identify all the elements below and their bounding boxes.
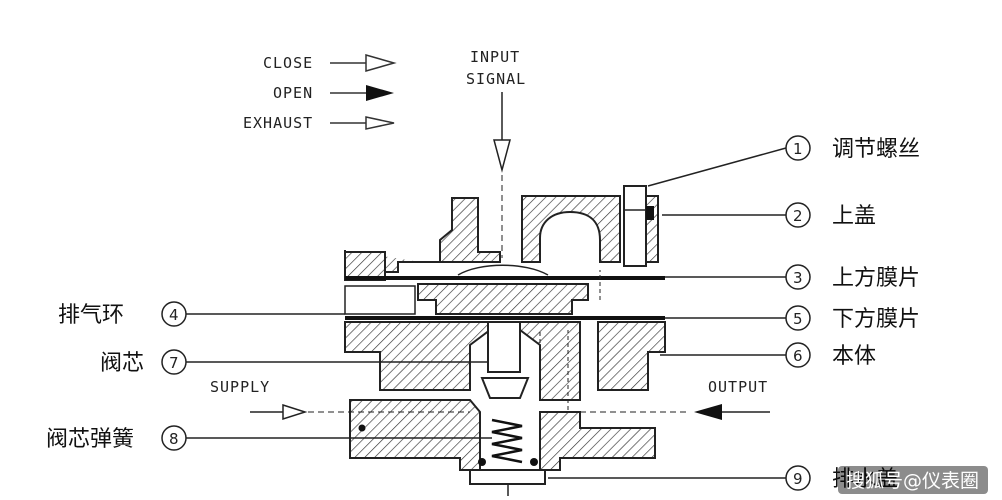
callouts-right: 1 调节螺丝 2 上盖 3 上方膜片 5 下方膜片 6 本体 9 排水盖: [548, 135, 920, 492]
supply-arrow-icon: [282, 403, 308, 421]
part-name-3: 上方膜片: [832, 266, 920, 291]
callout-circle-5: [785, 305, 811, 331]
legend-open-label: OPEN: [273, 84, 313, 102]
callout-number-8: 8: [169, 430, 179, 448]
exhaust-ring: [344, 285, 416, 315]
part-name-5: 下方膜片: [832, 307, 920, 332]
part-name-9: 排水盖: [832, 467, 898, 492]
callout-number-6: 6: [793, 347, 803, 365]
part-name-6: 本体: [832, 344, 876, 369]
screw-seal: [646, 206, 654, 220]
input-signal-arrow-icon: [493, 139, 511, 173]
part-name-1: 调节螺丝: [832, 137, 920, 162]
seal-dot-right: [530, 458, 538, 466]
valve-body: [344, 185, 666, 496]
callout-circle-9: [785, 465, 811, 491]
supply-label: SUPPLY: [210, 378, 270, 396]
seal-dot-supply: [358, 424, 366, 432]
legend: CLOSE OPEN EXHAUST: [243, 54, 397, 132]
callout-number-7: 7: [169, 354, 179, 372]
upper-cover-flange-left: [344, 251, 386, 281]
valve-core: [487, 321, 521, 373]
body-lower-left: [349, 399, 481, 471]
callout-circle-1: [785, 135, 811, 161]
adjusting-screw: [623, 185, 647, 267]
legend-open-arrow-icon: [366, 85, 394, 101]
callout-circle-2: [785, 202, 811, 228]
input-signal: INPUT SIGNAL: [466, 48, 526, 258]
watermark-text: 搜狐号@仪表圈: [846, 470, 979, 492]
body-upper: [344, 321, 581, 401]
callout-number-4: 4: [169, 306, 179, 324]
valve-spring: [491, 418, 523, 464]
callout-number-9: 9: [793, 470, 803, 488]
valve-seat: [480, 377, 530, 399]
callout-number-3: 3: [793, 269, 803, 287]
output-arrow-icon: [694, 404, 722, 420]
callout-number-5: 5: [793, 310, 803, 328]
upper-cover-right: [521, 195, 621, 263]
seal-dot-left: [478, 458, 486, 466]
diaphragm-dome: [457, 264, 549, 276]
drain-cap: [469, 469, 546, 485]
input-signal-line1: INPUT: [470, 48, 520, 66]
input-signal-line2: SIGNAL: [466, 70, 526, 88]
leader-1: [647, 147, 787, 187]
output-label: OUTPUT: [708, 378, 768, 396]
part-name-2: 上盖: [832, 204, 876, 229]
upper-cover-left: [344, 197, 501, 273]
legend-exhaust-label: EXHAUST: [243, 114, 313, 132]
body-right: [597, 321, 666, 391]
callout-circle-3: [785, 264, 811, 290]
output-port: OUTPUT: [560, 378, 770, 420]
diaphragm-plate: [417, 283, 589, 315]
callout-number-2: 2: [793, 207, 803, 225]
watermark-bg: [838, 466, 988, 494]
part-name-7: 阀芯: [100, 351, 144, 376]
legend-close-arrow-icon: [365, 54, 397, 72]
supply-port: SUPPLY: [210, 378, 470, 421]
callout-circle-6: [785, 342, 811, 368]
watermark: 搜狐号@仪表圈: [838, 466, 988, 494]
body-lower-right: [539, 411, 656, 471]
legend-close-label: CLOSE: [263, 54, 313, 72]
legend-exhaust-arrow-icon: [365, 116, 395, 130]
callout-number-1: 1: [793, 140, 803, 158]
callouts-left: 排气环 4 阀芯 7 阀芯弹簧 8: [46, 301, 492, 452]
part-name-8: 阀芯弹簧: [46, 427, 134, 452]
part-name-4: 排气环: [58, 303, 124, 328]
